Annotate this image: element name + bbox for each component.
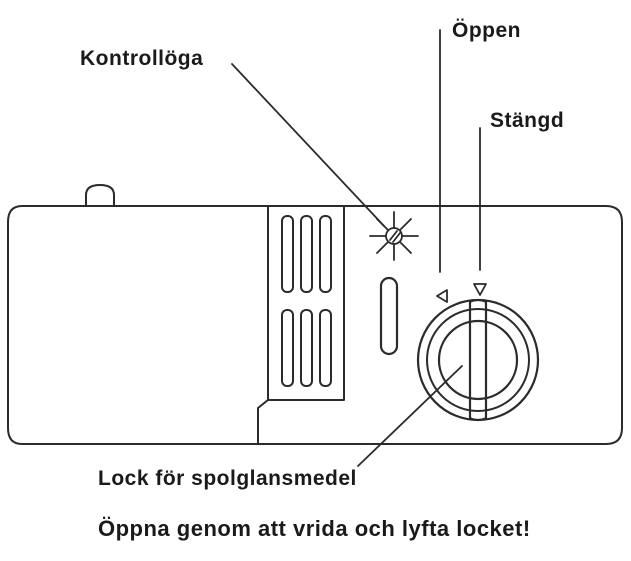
leader-line-cap xyxy=(357,365,463,467)
closed-label: Stängd xyxy=(490,109,565,132)
rinse-aid-cap xyxy=(416,298,540,422)
vent-slot xyxy=(319,309,332,387)
leader-line-indicator xyxy=(231,63,385,227)
vent-slot xyxy=(300,215,313,293)
top-knob xyxy=(85,184,115,207)
open-label: Öppen xyxy=(452,19,521,42)
vent-panel xyxy=(257,205,345,445)
triangle-left-icon xyxy=(436,289,448,303)
cap-label: Lock för spolglansmedel xyxy=(98,467,357,490)
triangle-down-icon xyxy=(473,283,487,296)
vent-slot xyxy=(281,309,294,387)
instruction-text: Öppna genom att vrida och lyfta locket! xyxy=(98,516,531,541)
indicator-label: Kontrollöga xyxy=(80,47,204,70)
vent-slot xyxy=(319,215,332,293)
vent-slot xyxy=(281,215,294,293)
dispenser-body xyxy=(7,205,623,445)
level-indicator-window xyxy=(379,276,399,356)
vent-slot xyxy=(300,309,313,387)
sparkle-icon xyxy=(369,211,419,261)
